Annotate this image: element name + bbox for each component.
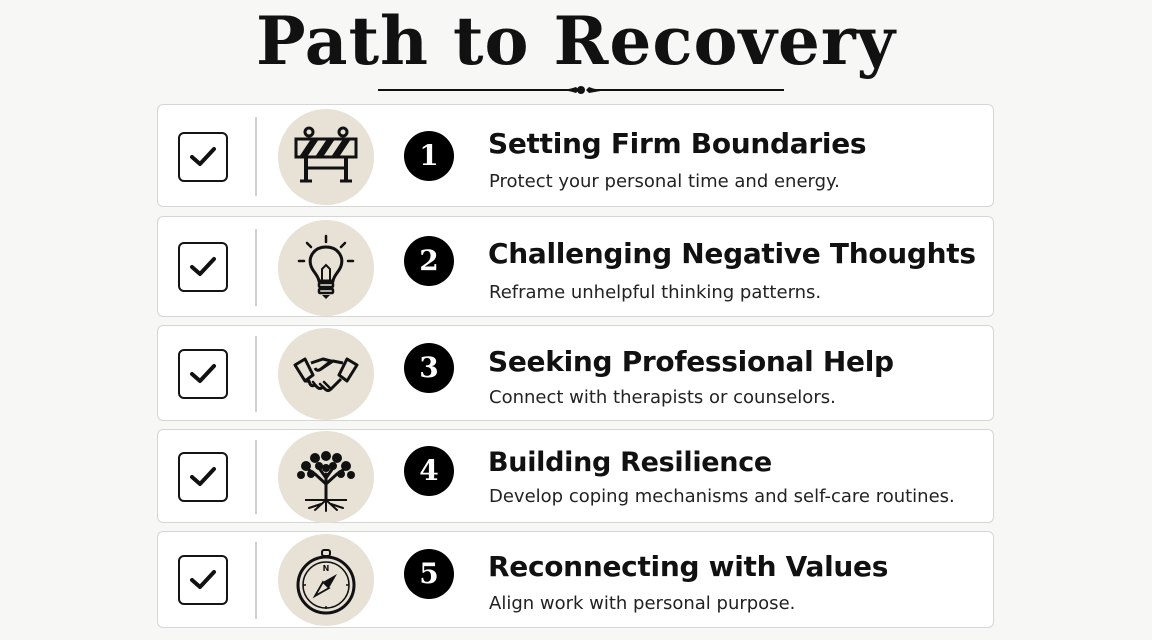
checkbox[interactable] bbox=[178, 452, 228, 502]
step-description: Connect with therapists or counselors. bbox=[489, 387, 836, 408]
step-description: Develop coping mechanisms and self-care … bbox=[489, 486, 955, 507]
handshake-icon bbox=[293, 357, 359, 392]
step-card-1: 1 Setting Firm Boundaries Protect your p… bbox=[157, 104, 994, 207]
icon-circle bbox=[278, 109, 374, 205]
checkbox[interactable] bbox=[178, 555, 228, 605]
title-divider bbox=[378, 86, 784, 94]
step-title: Setting Firm Boundaries bbox=[488, 127, 867, 160]
barrier-icon bbox=[294, 126, 358, 183]
checkmark-icon bbox=[190, 257, 216, 276]
step-description: Reframe unhelpful thinking patterns. bbox=[489, 282, 822, 303]
tree-icon bbox=[297, 451, 355, 512]
step-number: 5 bbox=[404, 549, 454, 599]
separator bbox=[255, 542, 257, 619]
page-title: Path to Recovery bbox=[255, 2, 897, 80]
checkmark-icon bbox=[190, 467, 216, 486]
step-card-3: 3 Seeking Professional Help Connect with… bbox=[157, 325, 994, 421]
icon-circle bbox=[278, 220, 374, 316]
step-number: 2 bbox=[404, 236, 454, 286]
checkmark-icon bbox=[190, 364, 216, 383]
checkmark-icon bbox=[190, 570, 216, 589]
checkbox[interactable] bbox=[178, 349, 228, 399]
checkmark-icon bbox=[190, 147, 216, 166]
step-description: Align work with personal purpose. bbox=[489, 593, 796, 614]
compass-north-label: N bbox=[323, 564, 330, 573]
step-card-2: 2 Challenging Negative Thoughts Reframe … bbox=[157, 216, 994, 317]
step-title: Challenging Negative Thoughts bbox=[488, 237, 976, 270]
icon-circle bbox=[278, 431, 374, 523]
step-number: 1 bbox=[404, 131, 454, 181]
separator bbox=[255, 440, 257, 514]
step-card-5: N 5 Reconnecting with Values Align work … bbox=[157, 531, 994, 628]
step-title: Seeking Professional Help bbox=[488, 345, 894, 378]
separator bbox=[255, 336, 257, 412]
step-number: 3 bbox=[404, 343, 454, 393]
icon-circle: N bbox=[278, 534, 374, 626]
lightbulb-icon bbox=[297, 234, 355, 299]
step-title: Building Resilience bbox=[488, 447, 772, 478]
step-card-4: 4 Building Resilience Develop coping mec… bbox=[157, 429, 994, 523]
step-number: 4 bbox=[404, 446, 454, 496]
step-title: Reconnecting with Values bbox=[488, 550, 889, 583]
separator bbox=[255, 117, 257, 196]
checkbox[interactable] bbox=[178, 132, 228, 182]
step-description: Protect your personal time and energy. bbox=[489, 171, 840, 192]
separator bbox=[255, 229, 257, 306]
icon-circle bbox=[278, 328, 374, 420]
checkbox[interactable] bbox=[178, 242, 228, 292]
compass-icon: N bbox=[296, 549, 356, 615]
